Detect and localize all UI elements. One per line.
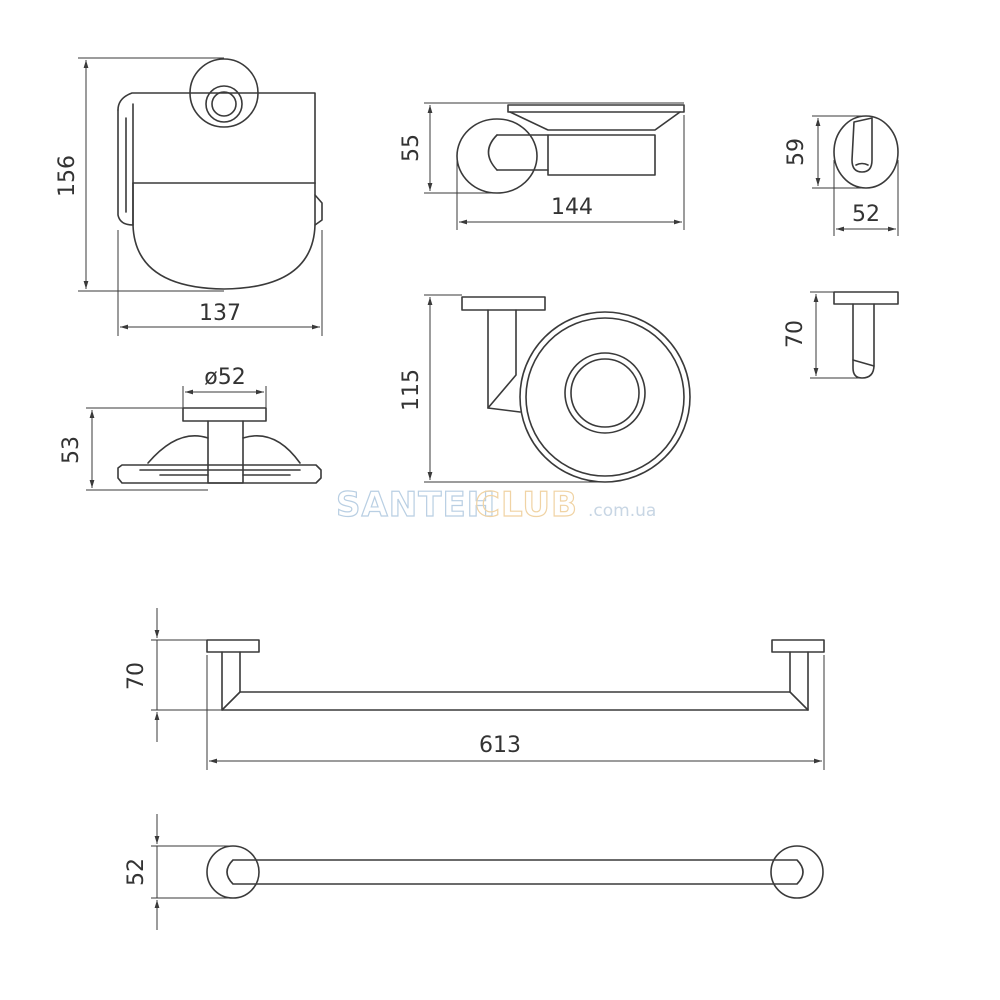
dimension-613: 613 xyxy=(206,655,825,770)
dim-label-hook-52: 52 xyxy=(852,202,880,227)
dimension-hook-52: 52 xyxy=(833,160,899,236)
dimension-156: 156 xyxy=(55,57,224,292)
dimension-137: 137 xyxy=(117,230,323,336)
paper-holder-front-view xyxy=(117,58,323,290)
dim-label-diameter-52: ø52 xyxy=(204,365,245,390)
watermark-domain: .com.ua xyxy=(588,501,656,521)
watermark-santeh: SANTEH xyxy=(336,485,496,525)
hook-front-view xyxy=(833,115,899,189)
paper-holder-top-view xyxy=(117,407,322,484)
dim-label-hook-70: 70 xyxy=(783,320,808,348)
dim-label-613: 613 xyxy=(479,733,521,758)
dimension-hook-70: 70 xyxy=(783,291,860,379)
dimension-55: 55 xyxy=(399,102,684,194)
towel-bar-top-view xyxy=(206,639,825,711)
dimension-144: 144 xyxy=(456,115,685,230)
dim-label-59: 59 xyxy=(784,138,809,166)
watermark-club: CLUB xyxy=(475,485,578,525)
santehclub-watermark: SANTEH CLUB .com.ua xyxy=(335,484,656,525)
soap-dish-top-view xyxy=(456,104,685,194)
towel-bar-front-view xyxy=(206,845,824,899)
dim-label-156: 156 xyxy=(55,155,80,197)
soap-dish-side-view xyxy=(461,296,691,483)
hook-side-view xyxy=(833,291,899,379)
dimension-59: 59 xyxy=(784,115,866,189)
dim-label-137: 137 xyxy=(199,301,241,326)
dim-label-144: 144 xyxy=(551,195,593,220)
dimension-diameter-52: ø52 xyxy=(182,365,267,408)
dim-label-53: 53 xyxy=(59,436,84,464)
dimension-bar-52: 52 xyxy=(124,814,233,930)
dim-label-115: 115 xyxy=(399,369,424,411)
dim-label-bar-52: 52 xyxy=(124,858,149,886)
dimension-53: 53 xyxy=(59,407,208,491)
dim-label-bar-70: 70 xyxy=(124,662,149,690)
dim-label-55: 55 xyxy=(399,134,424,162)
dimension-bar-70: 70 xyxy=(124,608,222,742)
dimension-115: 115 xyxy=(399,294,605,483)
